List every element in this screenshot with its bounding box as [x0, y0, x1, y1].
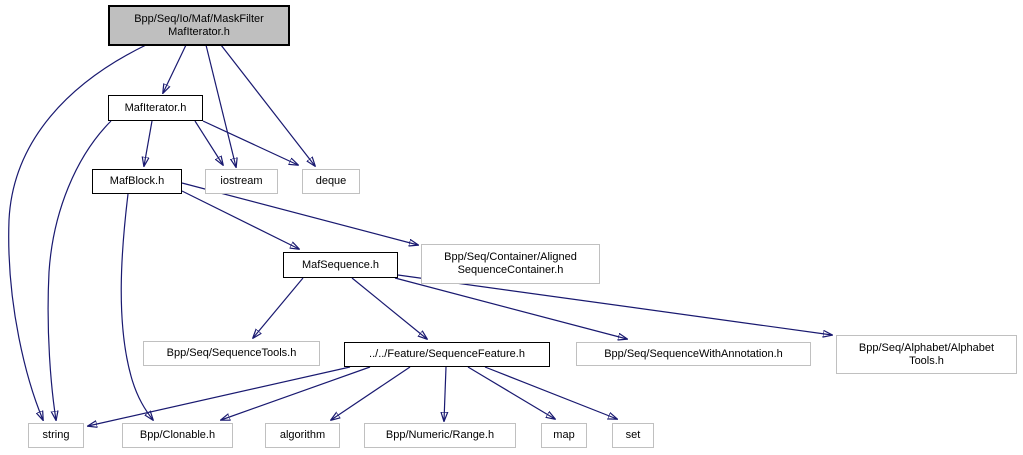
edge-sequencefeature-to-string: [88, 366, 351, 426]
node-label: MafSequence.h: [301, 258, 380, 271]
node-label: iostream: [220, 175, 263, 187]
node-mafblock-h[interactable]: MafBlock.h: [92, 169, 182, 194]
edge-mafblock-to-clonable: [120, 193, 153, 420]
node-label: ../../Feature/SequenceFeature.h: [369, 348, 525, 360]
edge-maskfilter-to-string: [8, 44, 147, 420]
edge-mafiterator-to-string: [47, 120, 112, 420]
node-aligned-sequence-container-h[interactable]: Bpp/Seq/Container/Aligned SequenceContai…: [421, 244, 600, 284]
edge-mafiterator-to-iostream: [194, 120, 223, 165]
edge-sequencefeature-to-clonable: [221, 366, 371, 420]
node-label: set: [625, 429, 641, 441]
node-label: map: [553, 429, 575, 441]
node-label: Tools.h: [909, 354, 944, 367]
node-label: MafBlock.h: [109, 175, 165, 187]
edge-mafblock-to-mafsequence: [181, 190, 299, 249]
edge-mafsequence-to-sequencetools: [253, 277, 304, 338]
node-label: algorithm: [279, 429, 326, 441]
node-sequence-tools-h[interactable]: Bpp/Seq/SequenceTools.h: [143, 341, 320, 366]
node-mafiterator-h[interactable]: MafIterator.h: [108, 95, 203, 121]
node-sequence-with-annotation-h[interactable]: Bpp/Seq/SequenceWithAnnotation.h: [576, 342, 811, 366]
node-alphabet-tools-h[interactable]: Bpp/Seq/Alphabet/Alphabet Tools.h: [836, 335, 1017, 374]
edge-mafiterator-to-deque: [202, 120, 298, 165]
node-label: Bpp/Seq/Container/Aligned: [444, 251, 577, 263]
edge-mafsequence-to-alphabettools: [397, 274, 832, 335]
node-string[interactable]: string: [28, 423, 84, 448]
edge-maskfilter-to-iostream: [205, 44, 236, 167]
edge-sequencefeature-to-range: [444, 366, 446, 421]
node-label: deque: [315, 175, 347, 187]
node-set[interactable]: set: [612, 423, 654, 448]
edge-mafiterator-to-mafblock: [144, 120, 153, 166]
node-label: Bpp/Seq/Alphabet/Alphabet: [858, 341, 995, 354]
edge-mafsequence-to-seqwithannot: [394, 277, 627, 339]
node-label: Bpp/Clonable.h: [139, 429, 216, 441]
node-label: MafIterator.h: [124, 101, 187, 114]
node-maskfilter-mafiterator-h: Bpp/Seq/Io/Maf/MaskFilter MafIterator.h: [108, 5, 290, 46]
node-label: Bpp/Seq/SequenceWithAnnotation.h: [604, 347, 783, 360]
node-label: SequenceContainer.h: [457, 264, 564, 276]
node-clonable-h[interactable]: Bpp/Clonable.h: [122, 423, 233, 448]
node-map[interactable]: map: [541, 423, 587, 448]
node-sequence-feature-h[interactable]: ../../Feature/SequenceFeature.h: [344, 342, 550, 367]
edge-sequencefeature-to-algorithm: [331, 366, 411, 420]
node-label: MafIterator.h: [168, 25, 230, 38]
node-iostream[interactable]: iostream: [205, 169, 278, 194]
edge-maskfilter-to-deque: [220, 44, 315, 166]
node-label: string: [42, 429, 70, 441]
edge-sequencefeature-to-map: [467, 366, 555, 419]
node-mafsequence-h[interactable]: MafSequence.h: [283, 252, 398, 278]
node-label: Bpp/Seq/Io/Maf/MaskFilter: [134, 12, 264, 25]
node-label: Bpp/Seq/SequenceTools.h: [166, 347, 297, 359]
edge-sequencefeature-to-set: [484, 366, 617, 419]
edge-maskfilter-to-mafiterator: [163, 44, 187, 93]
node-label: Bpp/Numeric/Range.h: [385, 429, 495, 441]
node-range-h[interactable]: Bpp/Numeric/Range.h: [364, 423, 516, 448]
node-deque[interactable]: deque: [302, 169, 360, 194]
edge-mafsequence-to-sequencefeature: [351, 277, 427, 339]
node-algorithm[interactable]: algorithm: [265, 423, 340, 448]
